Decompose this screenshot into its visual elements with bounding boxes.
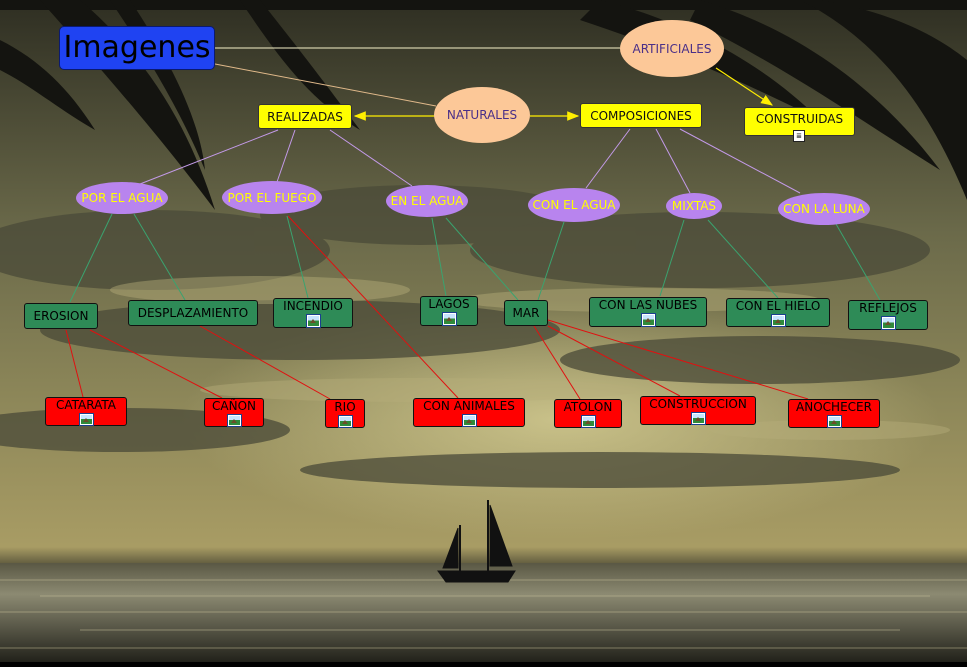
- node-artificiales[interactable]: ARTIFICIALES: [620, 20, 724, 77]
- node-por-el-fuego-label: POR EL FUEGO: [227, 190, 317, 205]
- link-mar-construccion: [547, 325, 681, 397]
- link-mar-atolon: [533, 325, 581, 400]
- node-con-el-hielo-label: CON EL HIELO: [735, 299, 821, 313]
- links-yellow-arrows: [353, 67, 774, 121]
- node-por-el-agua-label: POR EL AGUA: [81, 191, 163, 205]
- image-icon[interactable]: [442, 313, 456, 325]
- node-realizadas-label: REALIZADAS: [267, 109, 343, 124]
- map-title[interactable]: Imagenes: [59, 26, 215, 70]
- node-lagos-label: LAGOS: [428, 297, 470, 311]
- link-erosion-canon: [89, 329, 223, 399]
- link-composiciones-con-el-agua: [585, 128, 631, 189]
- node-anochecer[interactable]: ANOCHECER: [788, 399, 880, 428]
- node-con-la-luna[interactable]: CON LA LUNA: [778, 193, 870, 225]
- node-lagos[interactable]: LAGOS: [420, 296, 478, 326]
- node-artificiales-label: ARTIFICIALES: [632, 41, 712, 56]
- document-icon[interactable]: ≣: [793, 130, 805, 142]
- link-realizadas-en-el-agua: [329, 129, 413, 187]
- node-catarata-label: CATARATA: [56, 398, 116, 412]
- image-icon[interactable]: [462, 415, 476, 426]
- node-naturales-label: NATURALES: [446, 108, 518, 122]
- link-mar-anochecer: [547, 319, 809, 400]
- node-en-el-agua[interactable]: EN EL AGUA: [386, 185, 468, 217]
- image-icon[interactable]: [227, 415, 241, 426]
- node-con-animales-label: CON ANIMALES: [423, 399, 515, 413]
- link-en-el-agua-mar: [445, 217, 519, 301]
- node-canon[interactable]: CAÑON: [204, 398, 264, 427]
- node-con-la-luna-label: CON LA LUNA: [783, 202, 865, 216]
- node-desplazamiento[interactable]: DESPLAZAMIENTO: [128, 300, 258, 326]
- node-por-el-fuego[interactable]: POR EL FUEGO: [222, 181, 322, 214]
- node-con-el-agua[interactable]: CON EL AGUA: [528, 188, 620, 222]
- node-composiciones[interactable]: COMPOSICIONES: [580, 103, 702, 128]
- links-title: [214, 47, 620, 107]
- image-icon[interactable]: [827, 416, 841, 427]
- node-atolon[interactable]: ATOLON: [554, 399, 622, 428]
- link-composiciones-mixtas: [655, 128, 691, 194]
- node-mixtas-label: MIXTAS: [671, 199, 717, 213]
- node-incendio[interactable]: INCENDIO: [273, 298, 353, 328]
- node-desplazamiento-label: DESPLAZAMIENTO: [137, 306, 249, 320]
- node-en-el-agua-label: EN EL AGUA: [390, 194, 464, 208]
- link-imagenes-naturales: [214, 63, 437, 107]
- node-construccion[interactable]: CONSTRUCCION: [640, 396, 756, 425]
- link-por-el-agua-erosion: [69, 213, 113, 303]
- image-icon[interactable]: [581, 416, 595, 427]
- node-realizadas[interactable]: REALIZADAS: [258, 104, 352, 129]
- image-icon[interactable]: [641, 314, 655, 326]
- node-rio[interactable]: RIO: [325, 399, 365, 428]
- node-atolon-label: ATOLON: [563, 400, 613, 414]
- link-artificiales-construidas: [715, 67, 774, 106]
- link-por-el-fuego-incendio: [286, 215, 309, 299]
- image-icon[interactable]: [306, 315, 320, 327]
- node-rio-label: RIO: [334, 400, 356, 414]
- link-mixtas-con-el-hielo: [707, 219, 779, 299]
- image-icon[interactable]: [79, 414, 93, 425]
- link-por-el-fuego-con-animales: [287, 215, 459, 399]
- node-construidas[interactable]: CONSTRUIDAS: [744, 107, 855, 136]
- node-erosion-label: EROSION: [33, 309, 89, 323]
- image-icon[interactable]: [881, 317, 895, 329]
- link-realizadas-por-el-fuego: [276, 129, 296, 183]
- link-composiciones-con-la-luna: [679, 128, 801, 194]
- node-erosion[interactable]: EROSION: [24, 303, 98, 329]
- node-naturales[interactable]: NATURALES: [434, 87, 530, 143]
- link-mixtas-con-las-nubes: [659, 219, 685, 297]
- link-desplazamiento-rio: [199, 325, 331, 400]
- link-con-el-agua-mar: [537, 221, 565, 301]
- image-icon[interactable]: [771, 315, 785, 326]
- link-erosion-catarata: [65, 329, 84, 398]
- link-por-el-agua-desplazamiento: [133, 213, 186, 301]
- node-incendio-label: INCENDIO: [283, 299, 343, 313]
- node-catarata[interactable]: CATARATA: [45, 397, 127, 426]
- image-icon[interactable]: [691, 413, 705, 424]
- node-con-las-nubes-label: CON LAS NUBES: [598, 298, 698, 312]
- node-reflejos-label: REFLEJOS: [859, 301, 917, 315]
- node-mixtas[interactable]: MIXTAS: [666, 193, 722, 219]
- node-construccion-label: CONSTRUCCION: [649, 397, 747, 411]
- node-mar-label: MAR: [512, 306, 540, 320]
- link-con-la-luna-reflejos: [835, 223, 881, 301]
- node-canon-label: CAÑON: [212, 399, 256, 413]
- node-reflejos[interactable]: REFLEJOS: [848, 300, 928, 330]
- links-green: [69, 213, 881, 303]
- link-en-el-agua-lagos: [431, 217, 447, 297]
- image-icon[interactable]: [338, 416, 352, 427]
- node-composiciones-label: COMPOSICIONES: [590, 108, 692, 123]
- node-anochecer-label: ANOCHECER: [796, 400, 872, 414]
- node-con-el-hielo[interactable]: CON EL HIELO: [726, 298, 830, 327]
- links-red: [65, 215, 809, 400]
- node-con-las-nubes[interactable]: CON LAS NUBES: [589, 297, 707, 327]
- node-con-el-agua-label: CON EL AGUA: [532, 198, 616, 212]
- links-lilac: [139, 128, 801, 194]
- node-mar[interactable]: MAR: [504, 300, 548, 326]
- node-con-animales[interactable]: CON ANIMALES: [413, 398, 525, 427]
- node-por-el-agua[interactable]: POR EL AGUA: [76, 182, 168, 214]
- map-title-label: Imagenes: [63, 30, 211, 65]
- link-realizadas-por-el-agua: [139, 129, 279, 185]
- node-construidas-label: CONSTRUIDAS: [755, 112, 844, 126]
